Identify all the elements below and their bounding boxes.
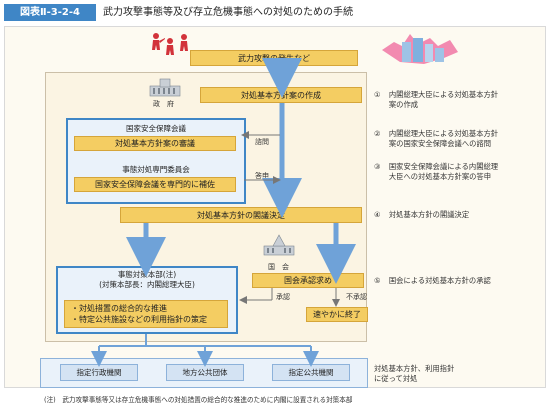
note-5-num: ⑤ [374,276,381,285]
note-5-text: 国会による対処基本方針の承認 [388,276,491,285]
figure-badge: 図表Ⅱ-3-2-4 [4,4,96,21]
note-5: ⑤ 国会による対処基本方針の承認 [374,276,491,286]
hq-duty-2: ・特定公共施設などの利用指針の策定 [71,315,207,324]
note-3: ③ 国家安全保障会議による内閣総理 大臣への対処基本方針案の答申 [374,162,498,182]
cabinet-decision-box: 対処基本方針の閣議決定 [120,207,362,223]
note-2-line-2: 案の国家安全保障会議への諮問 [388,139,492,148]
note-3-num: ③ [374,162,381,171]
attack-occurrence-box: 武力攻撃の発生など [190,50,358,66]
nsc-title: 国家安全保障会議 [126,124,186,133]
soldiers-icon [152,33,188,55]
note-3-line-1: 国家安全保障会議による内閣総理 [388,162,499,171]
diet-request-box: 国会承認求め [252,273,364,288]
create-plan-box: 対処基本方針案の作成 [200,87,362,103]
note-4-text: 対処基本方針の閣議決定 [388,210,470,219]
note-1-line-1: 内閣総理大臣による対処基本方針 [388,90,499,99]
note-1: ① 内閣総理大臣による対処基本方針 案の作成 [374,90,498,110]
figure-title: 武力攻撃事態等及び存立危機事態への対処のための手続 [103,7,353,18]
side-note-line-1: 対処基本方針、利用指針 [374,364,455,373]
recipient-designated-public: 指定公共機関 [272,364,350,381]
note-3-line-2: 大臣への対処基本方針案の答申 [388,172,492,181]
terminate-box: 速やかに終了 [306,307,368,322]
city-attack-icon [382,34,458,64]
government-label: 政 府 [153,100,174,108]
hq-duty-1: ・対処措置の総合的な推進 [71,304,167,313]
note-1-line-2: 案の作成 [388,100,419,109]
note-1-num: ① [374,90,381,99]
note-2-num: ② [374,129,381,138]
note-2: ② 内閣総理大臣による対処基本方針 案の国家安全保障会議への諮問 [374,129,498,149]
note-2-line-1: 内閣総理大臣による対処基本方針 [388,129,499,138]
diet-label: 国 会 [268,263,289,271]
diet-building-icon [263,234,295,256]
side-note: 対処基本方針、利用指針 に従って対処 [374,364,454,384]
hq-duties-box: ・対処措置の総合的な推進 ・特定公共施設などの利用指針の策定 [64,300,228,328]
note-4: ④ 対処基本方針の閣議決定 [374,210,469,220]
committee-assist-box: 国家安全保障会議を専門的に補佐 [74,177,236,192]
approve-label: 承認 [276,293,290,301]
disapprove-label: 不承認 [346,293,367,301]
answer-label: 答申 [255,172,269,180]
footnote: (注) 武力攻撃事態等又は存立危機事態への対処措置の総合的な推進のために内閣に設… [44,396,353,404]
consult-label: 諮問 [255,138,269,146]
side-note-line-2: に従って対処 [374,374,418,383]
hq-subtitle: (対策本部長：内閣総理大臣) [99,280,195,289]
government-building-icon [149,78,181,97]
recipient-local-gov: 地方公共団体 [166,364,244,381]
committee-title: 事態対処専門委員会 [122,165,190,174]
note-4-num: ④ [374,210,381,219]
recipient-designated-admin: 指定行政機関 [60,364,138,381]
nsc-review-box: 対処基本方針案の審議 [74,136,236,151]
